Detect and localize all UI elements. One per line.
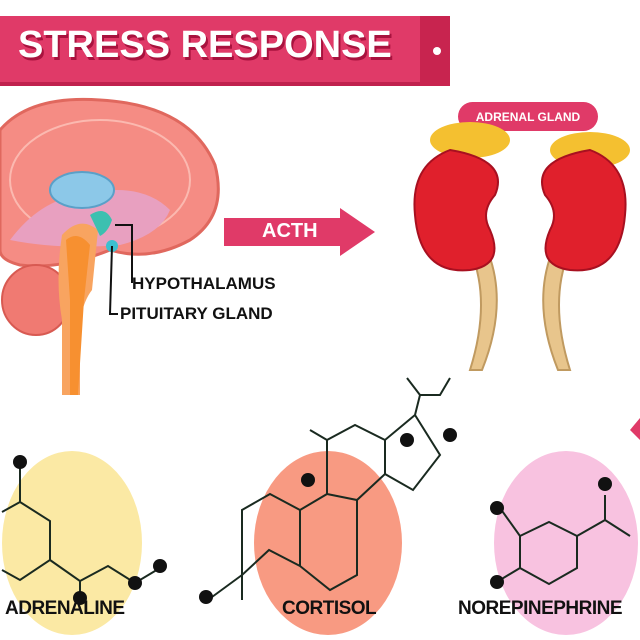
hypothalamus-label: HYPOTHALAMUS [132,274,276,293]
atom-dots [13,428,612,605]
adrenal-gland-label: ADRENAL GLAND [458,102,598,131]
left-kidney [413,122,510,371]
cortisol-circle [254,451,402,635]
acth-arrow [224,208,375,256]
molecule-structures [1,377,631,600]
norepinephrine-label: NOREPINEPHRINE [458,598,623,619]
adrenaline-label: ADRENALINE [5,598,125,619]
arrow-partial [630,418,640,440]
banner-dot [433,47,441,55]
page-title: STRESS RESPONSE [18,24,392,66]
norepinephrine-circle [494,451,638,635]
title-banner [0,16,446,86]
adrenaline-circle [2,451,142,635]
adrenal-gland-text: ADRENAL GLAND [475,109,581,124]
right-kidney [541,132,630,371]
brain-illustration [0,97,220,395]
pituitary-gland-label: PITUITARY GLAND [120,304,273,323]
acth-label: ACTH [262,220,318,242]
cortisol-label: CORTISOL [282,598,377,619]
